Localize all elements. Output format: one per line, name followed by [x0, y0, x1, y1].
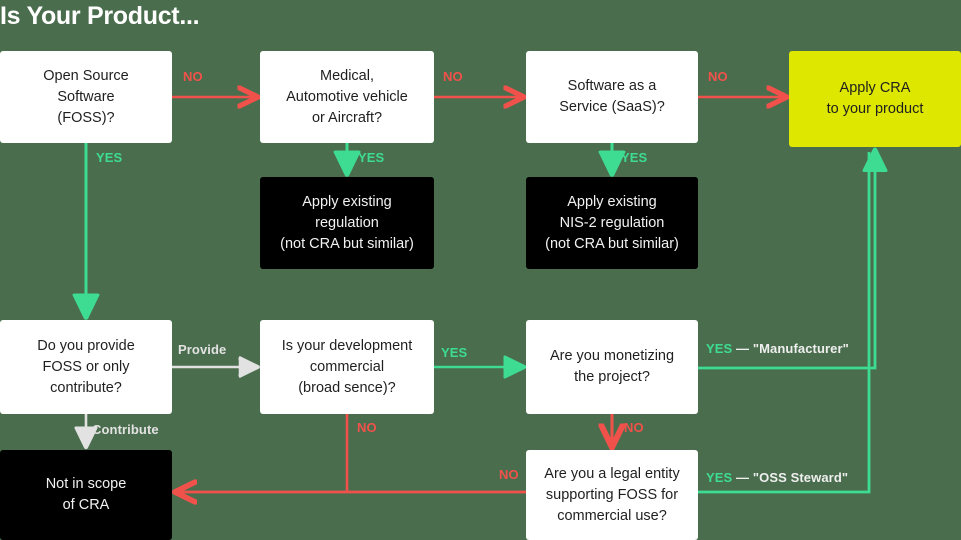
- edge-label-manufacturer-key: YES: [706, 341, 733, 356]
- edge-label-oss-steward-key: YES: [706, 470, 733, 485]
- node-apply-existing-regulation[interactable]: Apply existing regulation (not CRA but s…: [260, 177, 434, 269]
- edge-label-provide: Provide: [178, 342, 227, 357]
- edge-label-manufacturer-value: — "Manufacturer": [736, 341, 849, 356]
- edge-label-monetizing-no: NO: [624, 420, 644, 435]
- node-legal-entity-label: Are you a legal entity supporting FOSS f…: [544, 465, 680, 524]
- edge-label-saas-no: NO: [708, 69, 728, 84]
- node-monetizing-label: Are you monetizing the project?: [549, 348, 675, 385]
- edge-label-foss-no: NO: [183, 69, 203, 84]
- node-provide-or-contribute-label: Do you provide FOSS or only contribute?: [37, 337, 135, 396]
- node-legal-entity[interactable]: Are you a legal entity supporting FOSS f…: [526, 450, 698, 540]
- edge-label-oss-steward-value: — "OSS Steward": [736, 470, 849, 485]
- node-saas[interactable]: Software as a Service (SaaS)?: [526, 51, 698, 143]
- node-development-commercial-label: Is your development commercial (broad se…: [281, 337, 413, 396]
- node-apply-nis2-regulation[interactable]: Apply existing NIS-2 regulation (not CRA…: [526, 177, 698, 269]
- edge-label-medical-no: NO: [443, 69, 463, 84]
- node-foss[interactable]: Open Source Software (FOSS)?: [0, 51, 172, 143]
- node-provide-or-contribute[interactable]: Do you provide FOSS or only contribute?: [0, 320, 172, 414]
- node-medical-label: Medical, Automotive vehicle or Aircraft?: [286, 67, 408, 126]
- edge-label-medical-yes: YES: [358, 150, 385, 165]
- edge-legalentity-yes-oss-steward: [698, 152, 871, 494]
- edge-label-saas-yes: YES: [621, 150, 648, 165]
- node-apply-nis2-regulation-label: Apply existing NIS-2 regulation (not CRA…: [545, 193, 679, 252]
- edge-label-manufacturer: YES — "Manufacturer": [706, 341, 849, 356]
- edge-label-commercial-yes: YES: [441, 345, 468, 360]
- node-apply-cra[interactable]: Apply CRA to your product: [789, 51, 961, 147]
- edge-label-foss-yes: YES: [96, 150, 123, 165]
- node-monetizing[interactable]: Are you monetizing the project?: [526, 320, 698, 414]
- node-development-commercial[interactable]: Is your development commercial (broad se…: [260, 320, 434, 414]
- edge-label-legalentity-no: NO: [499, 467, 519, 482]
- node-not-in-scope[interactable]: Not in scope of CRA: [0, 450, 172, 540]
- node-foss-label: Open Source Software (FOSS)?: [43, 67, 129, 126]
- edge-label-oss-steward: YES — "OSS Steward": [706, 470, 848, 485]
- edge-label-commercial-no: NO: [357, 420, 377, 435]
- node-medical[interactable]: Medical, Automotive vehicle or Aircraft?: [260, 51, 434, 143]
- node-apply-existing-regulation-label: Apply existing regulation (not CRA but s…: [280, 193, 414, 252]
- edge-monetizing-yes-manufacturer: [698, 152, 875, 370]
- node-saas-label: Software as a Service (SaaS)?: [559, 78, 665, 115]
- node-apply-cra-label: Apply CRA to your product: [826, 80, 924, 117]
- node-not-in-scope-label: Not in scope of CRA: [45, 476, 127, 513]
- edge-label-contribute: Contribute: [92, 422, 159, 437]
- page-title: Is Your Product...: [0, 2, 200, 30]
